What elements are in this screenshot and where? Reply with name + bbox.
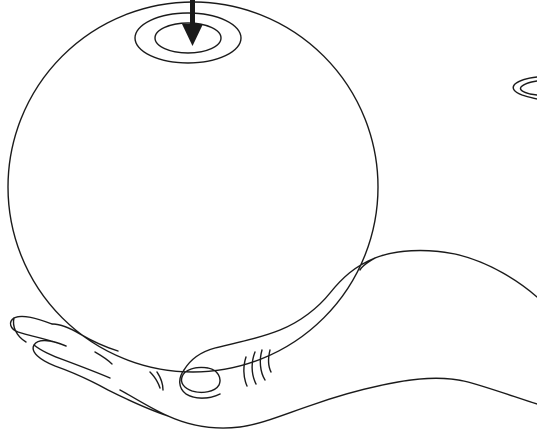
partial-object-edge (513, 77, 537, 99)
partial-object-edge-inner (520, 81, 537, 95)
sphere-icon (8, 2, 378, 372)
